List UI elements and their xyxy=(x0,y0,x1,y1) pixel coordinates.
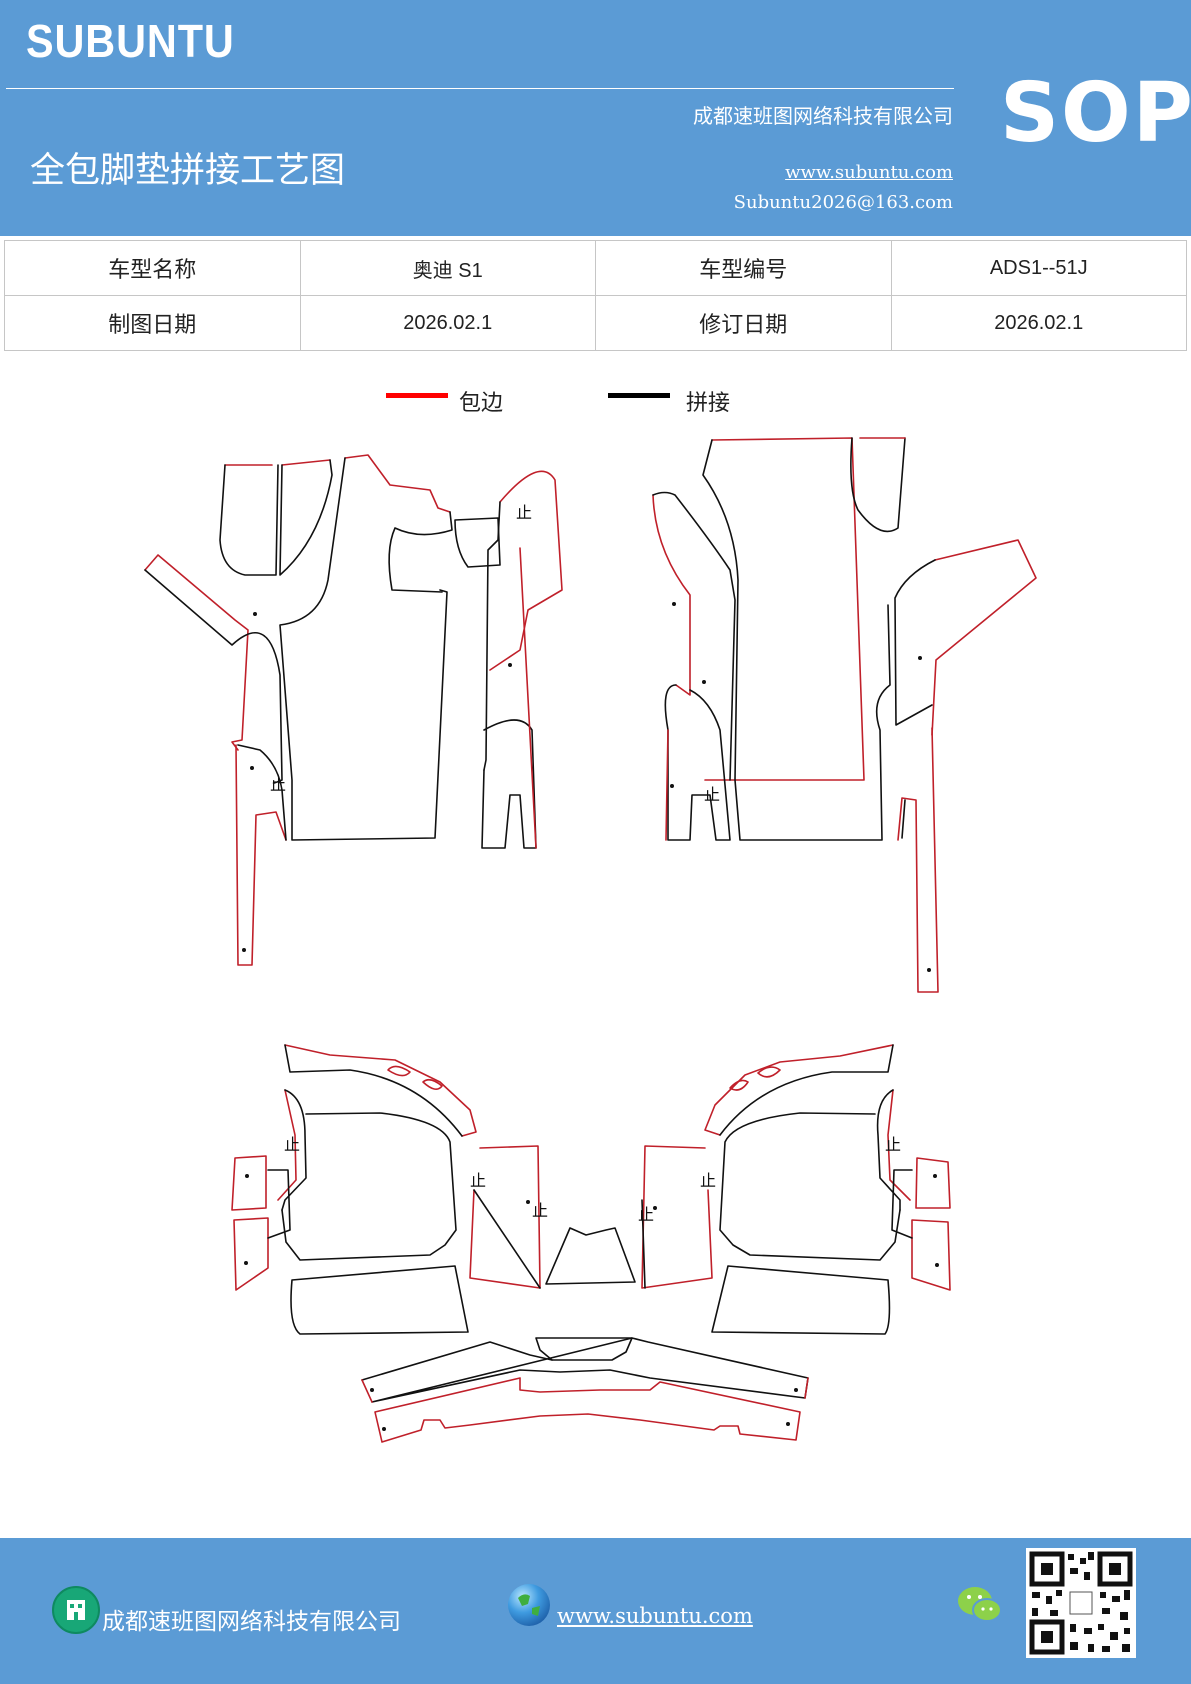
value-model-name: 奥迪 S1 xyxy=(299,240,596,296)
wechat-icon xyxy=(956,1584,1004,1626)
footer-website-link[interactable]: www.subuntu.com xyxy=(557,1604,753,1628)
mat-front-left: 止 止 xyxy=(144,454,563,966)
mat-rear-left: 止 止 止 xyxy=(231,1044,636,1335)
mat-front-right: 止 xyxy=(652,437,1037,993)
value-revision-date: 2026.02.1 xyxy=(890,295,1187,351)
value-draw-date: 2026.02.1 xyxy=(299,295,596,351)
mat-rear-tunnel xyxy=(361,1337,809,1443)
globe-icon xyxy=(508,1584,550,1626)
joint-mark: 止 xyxy=(704,785,720,804)
floor-mat-diagram: 止 止 止 xyxy=(144,437,1037,1443)
qr-code xyxy=(1026,1548,1136,1658)
label-model-name: 车型名称 xyxy=(4,240,301,296)
building-icon xyxy=(52,1586,100,1634)
sop-label: SOP xyxy=(1000,66,1191,161)
joint-mark: 止 xyxy=(885,1135,901,1154)
table-row: 制图日期 2026.02.1 修订日期 2026.02.1 xyxy=(4,295,1187,351)
legend-label-edge: 包边 xyxy=(459,391,504,416)
company-name: 成都速班图网络科技有限公司 xyxy=(693,104,953,128)
legend-swatch-seam xyxy=(608,393,670,398)
joint-mark: 止 xyxy=(638,1205,654,1224)
email-address: Subuntu2026@163.com xyxy=(733,192,953,213)
header-divider xyxy=(6,88,954,89)
vehicle-info-table: 车型名称 奥迪 S1 车型编号 ADS1--51J 制图日期 2026.02.1… xyxy=(4,240,1187,351)
website-link[interactable]: www.subuntu.com xyxy=(785,162,953,183)
mat-rear-right: 止 止 止 xyxy=(638,1044,951,1335)
brand-logo: SUBUNTU xyxy=(26,15,235,67)
joint-mark: 止 xyxy=(516,503,532,522)
joint-mark: 止 xyxy=(470,1171,486,1190)
joint-mark: 止 xyxy=(532,1201,548,1220)
value-model-code: ADS1--51J xyxy=(890,240,1187,296)
table-row: 车型名称 奥迪 S1 车型编号 ADS1--51J xyxy=(4,240,1187,296)
legend: 包边 拼接 xyxy=(0,385,1191,425)
joint-mark: 止 xyxy=(700,1171,716,1190)
joint-mark: 止 xyxy=(284,1135,300,1154)
header-banner: SUBUNTU 成都速班图网络科技有限公司 全包脚垫拼接工艺图 www.subu… xyxy=(0,0,1191,236)
label-model-code: 车型编号 xyxy=(595,240,892,296)
label-revision-date: 修订日期 xyxy=(595,295,892,351)
legend-swatch-edge xyxy=(386,393,448,398)
label-draw-date: 制图日期 xyxy=(4,295,301,351)
footer-company: 成都速班图网络科技有限公司 xyxy=(102,1609,401,1635)
legend-label-seam: 拼接 xyxy=(686,391,731,416)
joint-mark: 止 xyxy=(270,775,286,794)
page-title: 全包脚垫拼接工艺图 xyxy=(30,151,346,191)
footer-banner: 成都速班图网络科技有限公司 www.subuntu.com xyxy=(0,1538,1191,1684)
